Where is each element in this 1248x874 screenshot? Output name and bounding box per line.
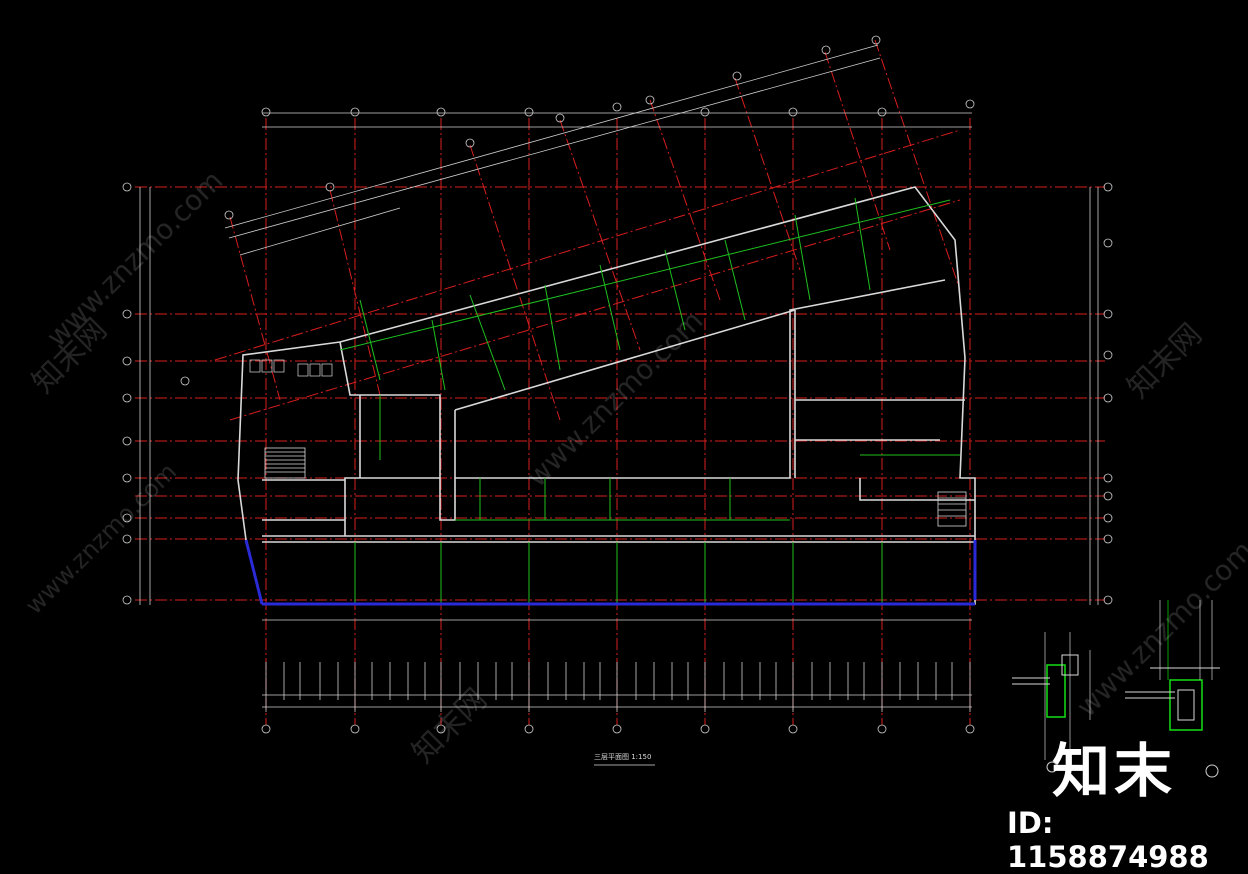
section-detail-right xyxy=(1125,600,1220,778)
curtain-wall xyxy=(244,539,977,606)
section-detail-left xyxy=(1012,632,1091,773)
dimension-lines xyxy=(139,44,1099,708)
brand-logo: 知末 xyxy=(1052,737,1177,805)
dimension-ticks xyxy=(265,662,971,712)
building-walls xyxy=(237,186,976,605)
partitions xyxy=(339,197,960,604)
stair-symbol xyxy=(264,447,967,527)
axis-bubbles xyxy=(122,35,1113,734)
asset-id: ID: 1158874988 xyxy=(1007,806,1209,874)
toilet-fixtures xyxy=(249,359,333,377)
axis-grid xyxy=(135,39,1105,725)
drawing-title: 三层平面图 1:150 xyxy=(594,753,652,761)
